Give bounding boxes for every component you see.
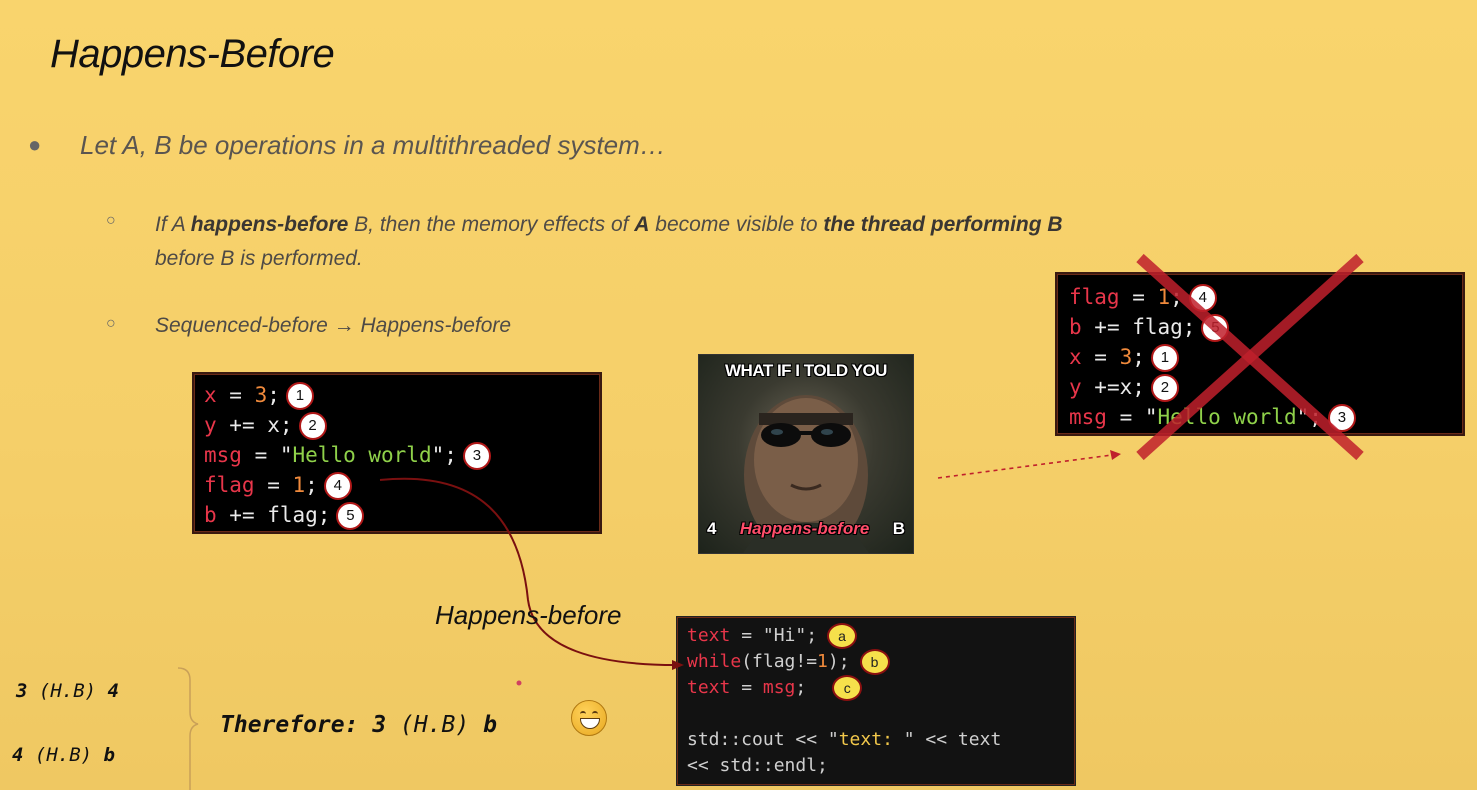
code-block-reordered: flag = 1;4 b += flag;5 x = 3;1 y +=x;2 m… bbox=[1055, 272, 1465, 436]
sub-bullet-dot: ○ bbox=[106, 315, 116, 332]
code-line: y += x;2 bbox=[204, 410, 590, 440]
bullet-main: Let A, B be operations in a multithreade… bbox=[80, 130, 666, 160]
code-line: b += flag;5 bbox=[1069, 312, 1451, 342]
sub-bullet-definition: If A happens-before B, then the memory e… bbox=[155, 213, 1063, 270]
relation-4-hb-b: 4 (H.B) b bbox=[12, 744, 115, 766]
code-line: flag = 1;4 bbox=[1069, 282, 1451, 312]
code-line: text = "Hi";a bbox=[687, 623, 1065, 649]
meme-left-text: 4 bbox=[707, 519, 717, 538]
code-line: std::cout << "text: " << text bbox=[687, 729, 1002, 750]
step-number-badge: 5 bbox=[336, 502, 365, 530]
code-line bbox=[687, 701, 1065, 727]
step-number-badge: 4 bbox=[1188, 284, 1217, 312]
bullet-dot: ● bbox=[28, 132, 42, 157]
code-line: flag = 1;4 bbox=[204, 470, 590, 500]
code-line: x = 3;1 bbox=[204, 380, 590, 410]
code-line: text = msg;c bbox=[687, 675, 1065, 701]
step-letter-badge: b bbox=[859, 649, 890, 675]
happens-before-label: Happens-before bbox=[435, 600, 622, 630]
step-letter-badge: a bbox=[827, 623, 858, 649]
cursor-dot bbox=[516, 680, 522, 686]
matrix-meme-image: WHAT IF I TOLD YOU 4 Happens-before B bbox=[698, 354, 914, 554]
code-block-thread2: text = "Hi";a while(flag!=1);b text = ms… bbox=[676, 616, 1076, 786]
slide-title: Happens-Before bbox=[50, 32, 335, 76]
sub-bullet-dot: ○ bbox=[106, 212, 116, 229]
step-number-badge: 1 bbox=[1150, 344, 1179, 372]
step-number-badge: 2 bbox=[1150, 374, 1179, 402]
step-number-badge: 2 bbox=[298, 412, 327, 440]
code-line: << std::endl; bbox=[687, 755, 828, 776]
morpheus-face-illustration bbox=[743, 395, 869, 553]
code-line: b += flag;5 bbox=[204, 500, 590, 530]
meme-middle-text: Happens-before bbox=[739, 519, 870, 538]
step-number-badge: 3 bbox=[1327, 404, 1356, 432]
step-number-badge: 1 bbox=[285, 382, 314, 410]
code-line: y +=x;2 bbox=[1069, 372, 1451, 402]
code-line: x = 3;1 bbox=[1069, 342, 1451, 372]
code-line: msg = "Hello world";3 bbox=[204, 440, 590, 470]
dashed-arrow bbox=[937, 454, 1113, 479]
meme-bottom-caption: 4 Happens-before B bbox=[707, 519, 905, 539]
step-number-badge: 4 bbox=[323, 472, 352, 500]
grinning-emoji-icon bbox=[571, 700, 607, 736]
step-number-badge: 3 bbox=[462, 442, 491, 470]
relation-3-hb-4: 3 (H.B) 4 bbox=[16, 680, 119, 702]
code-line: msg = "Hello world";3 bbox=[1069, 402, 1451, 432]
meme-right-text: B bbox=[892, 519, 905, 538]
therefore-conclusion: Therefore: 3 (H.B) b bbox=[220, 712, 497, 738]
code-line: while(flag!=1);b bbox=[687, 649, 1065, 675]
code-block-thread1: x = 3;1 y += x;2 msg = "Hello world";3 f… bbox=[192, 372, 602, 534]
sub-bullet-sequenced: Sequenced-before → Happens-before bbox=[155, 314, 512, 337]
step-letter-badge: c bbox=[832, 675, 863, 701]
brace bbox=[177, 667, 199, 790]
step-number-badge: 5 bbox=[1201, 314, 1230, 342]
meme-top-caption: WHAT IF I TOLD YOU bbox=[725, 361, 887, 380]
dashed-arrow-head bbox=[1110, 450, 1121, 460]
